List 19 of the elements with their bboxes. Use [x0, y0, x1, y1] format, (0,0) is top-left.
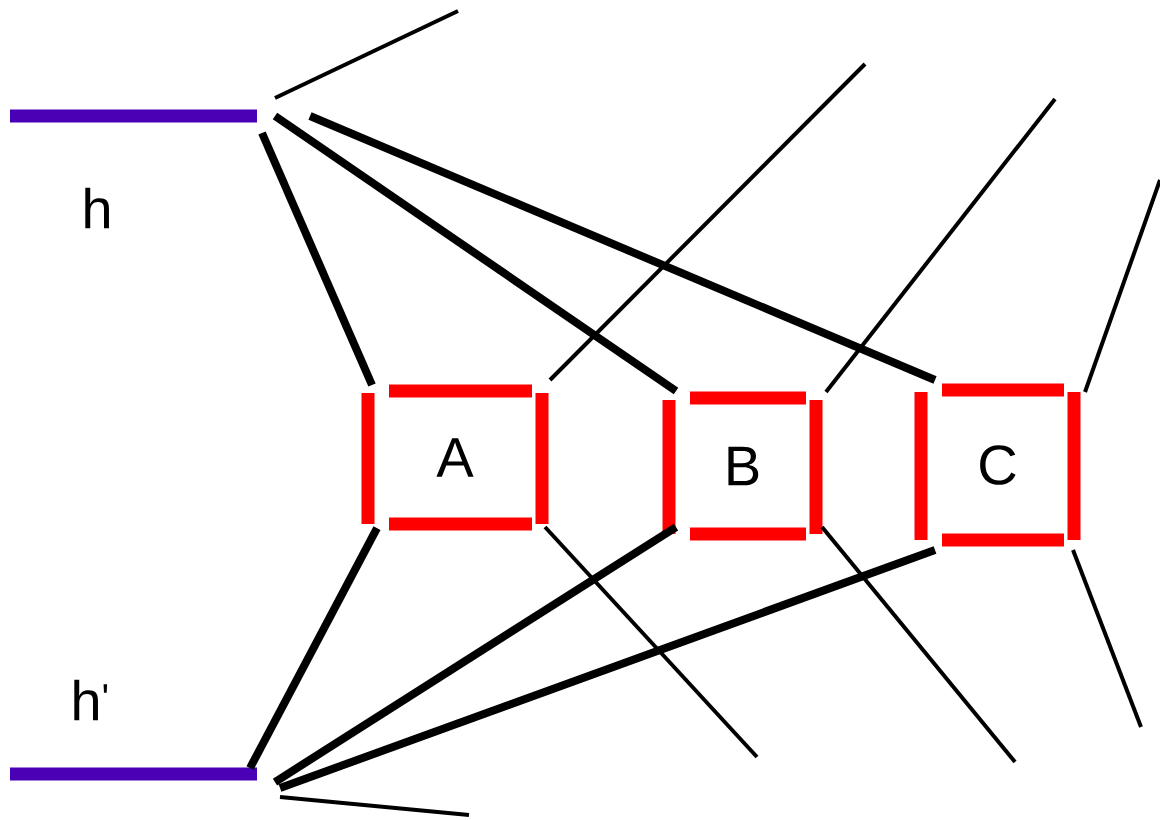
- dashed-box: A: [361, 384, 549, 531]
- dashed-box: C: [914, 383, 1081, 547]
- external-line: [548, 62, 867, 382]
- external-line: [274, 9, 459, 100]
- external-line: [824, 97, 1057, 394]
- propagator-line: [272, 112, 679, 395]
- propagator-line: [308, 112, 937, 384]
- external-line: [279, 795, 470, 817]
- propagator-line: [246, 526, 381, 770]
- external-line: [1083, 179, 1160, 393]
- propagator-line: [272, 523, 679, 786]
- line-label: h$^{'}$: [74, 679, 108, 721]
- external-line: [820, 525, 1017, 764]
- external-line: [543, 525, 759, 759]
- propagator-line: [258, 131, 376, 387]
- external-line: [1071, 549, 1143, 728]
- line-label: h: [85, 187, 109, 229]
- dashed-box: B: [662, 391, 823, 541]
- propagator-line: [278, 546, 937, 792]
